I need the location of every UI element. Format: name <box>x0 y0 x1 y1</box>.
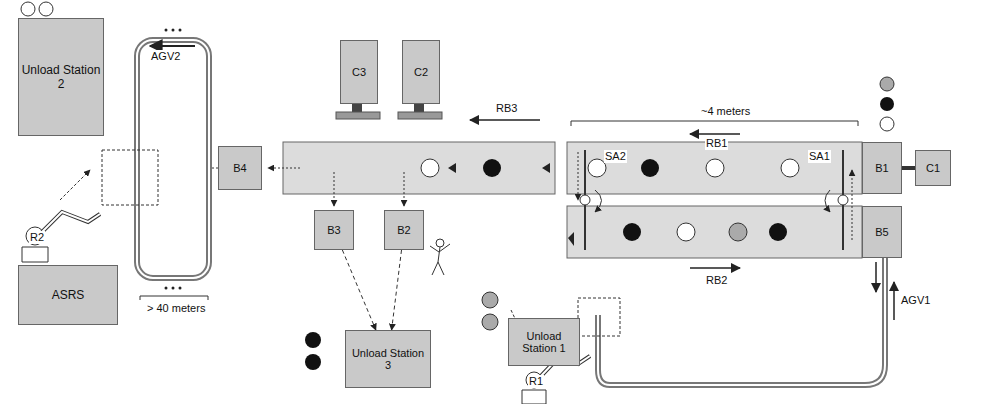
station-box: B4 <box>218 146 262 190</box>
station-box: C1 <box>915 150 951 186</box>
box-text: B4 <box>231 160 248 176</box>
text-label: AGV2 <box>150 50 181 63</box>
station-box: C2 <box>402 40 440 104</box>
station-box: Unload Station 2 <box>18 18 104 136</box>
station-box: B5 <box>862 206 902 258</box>
box-text: C3 <box>350 64 368 80</box>
station-box: B3 <box>314 210 354 250</box>
text-label: AGV1 <box>900 294 931 307</box>
station-box: ASRS <box>18 265 118 325</box>
station-box: B1 <box>862 142 902 194</box>
box-text: B3 <box>325 222 342 238</box>
text-label: RB1 <box>705 137 728 150</box>
box-text: Unload Station 2 <box>19 61 103 93</box>
flow-arrow <box>392 250 402 330</box>
flow-arrow <box>342 250 375 330</box>
box-text: B2 <box>395 222 412 238</box>
link-bar <box>902 166 915 170</box>
box-text: ASRS <box>50 286 87 304</box>
box-text: B1 <box>873 160 890 176</box>
station-box: Unload Station 3 <box>345 330 431 388</box>
station-box: B2 <box>384 210 424 250</box>
station-box: C3 <box>340 40 378 104</box>
box-text: Unload Station 3 <box>346 345 430 373</box>
box-text: C1 <box>924 160 942 176</box>
text-label: R2 <box>29 231 45 244</box>
text-label: R1 <box>528 375 544 388</box>
text-label: ~4 meters <box>700 105 751 118</box>
text-label: RB2 <box>705 274 728 287</box>
text-label: SA1 <box>808 150 831 163</box>
text-label: RB3 <box>495 102 518 115</box>
station-box: Unload Station 1 <box>508 318 580 366</box>
box-text: Unload Station 1 <box>509 328 579 356</box>
text-label: SA2 <box>604 150 627 163</box>
box-text: B5 <box>873 224 890 240</box>
text-label: > 40 meters <box>146 302 206 315</box>
box-text: C2 <box>412 64 430 80</box>
